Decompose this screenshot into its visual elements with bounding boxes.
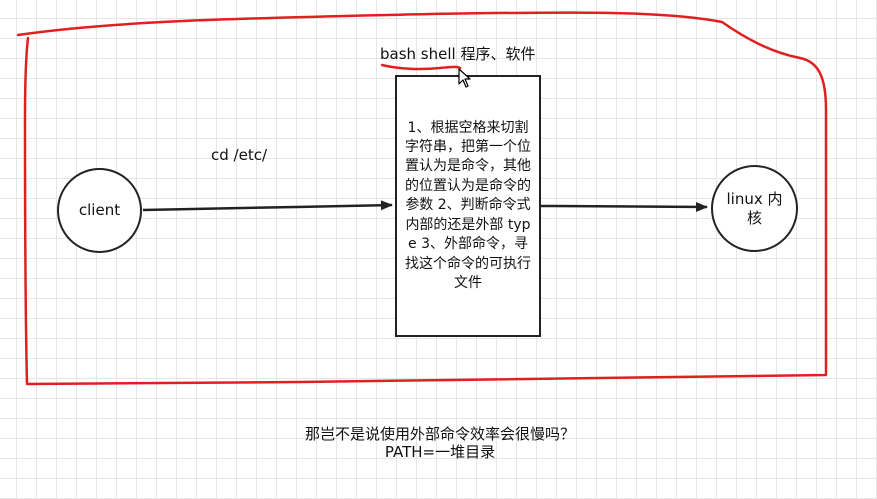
note-question: 那岂不是说使用外部命令效率会很慢吗？ [304,425,575,443]
kernel-label: linux 内核 [726,189,783,227]
cursor-icon [458,68,471,88]
bash-process-box: 1、根据空格来切割字符串，把第一个位置认为是命令，其他的位置认为是命令的参数 2… [395,75,541,337]
bash-shell-label: bash shell 程序、软件 [380,45,536,63]
annotation-outline [16,11,828,386]
arrow-client-to-shell [142,200,393,212]
process-steps-text: 1、根据空格来切割字符串，把第一个位置认为是命令，其他的位置认为是命令的参数 2… [405,119,531,291]
cd-command-label: cd /etc/ [211,146,268,164]
annotation-underline [380,63,462,71]
bottom-note: 那岂不是说使用外部命令效率会很慢吗？ PATH=一堆目录 [250,425,630,461]
arrow-shell-to-kernel [540,201,708,212]
note-path: PATH=一堆目录 [384,443,496,461]
linux-kernel-node: linux 内核 [711,165,798,252]
client-label: client [78,201,121,219]
client-node: client [57,168,142,253]
